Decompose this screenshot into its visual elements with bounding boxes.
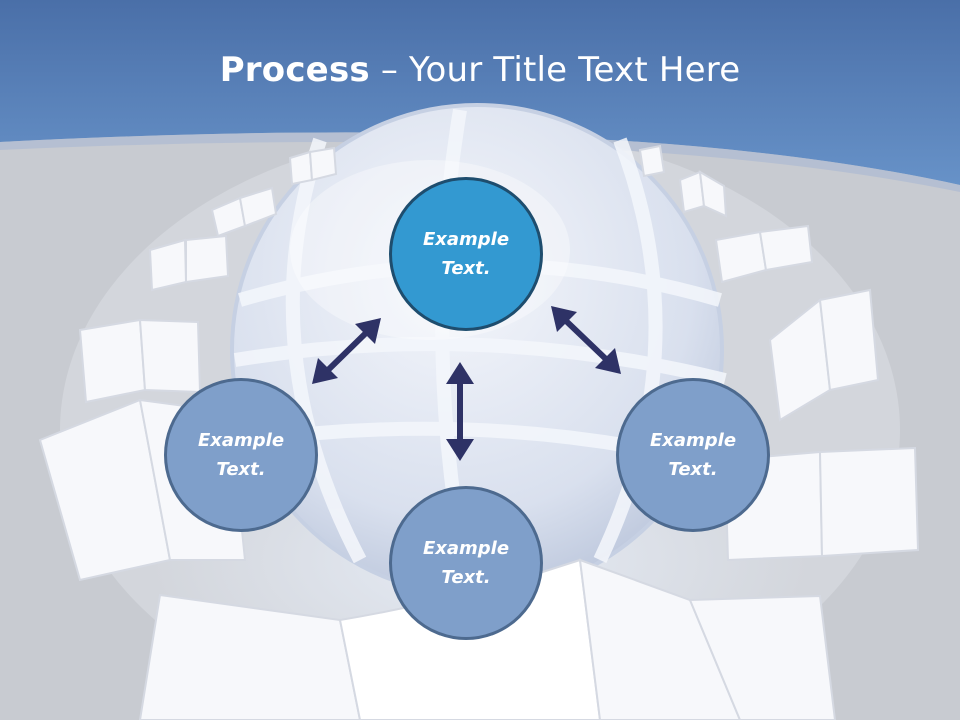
node-left-label: Example Text.	[197, 430, 285, 480]
process-node-top: Example Text.	[389, 177, 543, 331]
process-node-right: Example Text.	[616, 378, 770, 532]
node-bottom-label: Example Text.	[422, 538, 510, 588]
title-rest: – Your Title Text Here	[369, 50, 741, 90]
node-right-label: Example Text.	[649, 430, 737, 480]
arrow-vertical	[446, 362, 474, 461]
title-bold: Process	[219, 50, 370, 90]
process-node-left: Example Text.	[164, 378, 318, 532]
arrow-top-right	[551, 306, 621, 374]
slide-title: Process – Your Title Text Here	[0, 50, 960, 90]
connector-arrows	[312, 306, 621, 461]
arrow-top-left	[312, 318, 381, 384]
node-top-label: Example Text.	[422, 229, 510, 279]
process-node-bottom: Example Text.	[389, 486, 543, 640]
